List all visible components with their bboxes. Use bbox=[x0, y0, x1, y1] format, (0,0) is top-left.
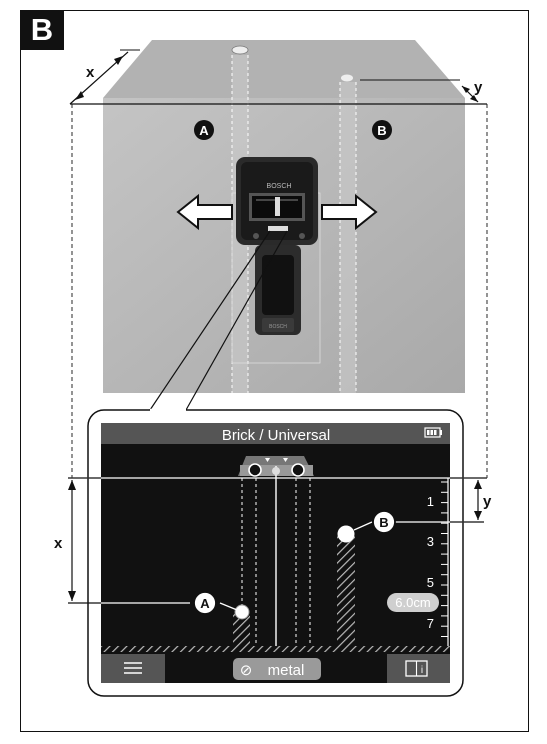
svg-text:B: B bbox=[379, 515, 388, 530]
dim-x-label-bottom: x bbox=[54, 535, 63, 552]
dimension-x-top: x bbox=[69, 49, 487, 105]
object-b-top bbox=[337, 525, 355, 543]
figure-letter: B bbox=[20, 10, 64, 50]
scale-tick-1: 1 bbox=[427, 494, 434, 509]
object-b-hatch bbox=[337, 534, 355, 650]
hole-a bbox=[231, 45, 249, 55]
display-title-bar bbox=[101, 423, 450, 444]
dimension-y-bottom: y bbox=[474, 480, 492, 520]
hole-b bbox=[341, 74, 353, 82]
scale-tick-3: 3 bbox=[427, 534, 434, 549]
menu-icon[interactable] bbox=[124, 662, 142, 674]
material-button[interactable]: ⊘ metal bbox=[233, 658, 321, 680]
marker-b-wall: B bbox=[372, 120, 392, 140]
device-brand: BOSCH bbox=[267, 183, 292, 190]
svg-text:i: i bbox=[421, 665, 423, 676]
svg-text:B: B bbox=[377, 123, 386, 138]
depth-readout: 6.0cm bbox=[387, 593, 439, 612]
arrow-right-icon bbox=[321, 193, 378, 231]
scale-tick-5: 5 bbox=[427, 575, 434, 590]
wall-top-face bbox=[103, 40, 465, 98]
object-a-hatch bbox=[233, 612, 250, 650]
scanner-device: BOSCH BOSCH bbox=[236, 157, 318, 335]
dim-y-label-bottom: y bbox=[483, 493, 492, 510]
dim-y-label-top: y bbox=[474, 79, 483, 96]
channel-b bbox=[340, 82, 356, 393]
depth-scale: 1 3 5 7 bbox=[427, 478, 449, 650]
info-icon[interactable]: i bbox=[405, 660, 428, 677]
dimension-x-bottom: x bbox=[54, 480, 76, 601]
ground-hatch bbox=[101, 646, 450, 652]
marker-a-wall: A bbox=[194, 120, 214, 140]
battery-icon bbox=[424, 427, 442, 438]
arrow-left-icon bbox=[176, 193, 233, 231]
scale-tick-7: 7 bbox=[427, 616, 434, 631]
svg-text:A: A bbox=[199, 123, 209, 138]
mode-title: Brick / Universal bbox=[222, 427, 330, 444]
object-b-label: B bbox=[372, 510, 396, 534]
object-a-label: A bbox=[193, 591, 217, 615]
svg-text:A: A bbox=[200, 596, 210, 611]
paperclip-icon: ⊘ bbox=[240, 662, 253, 679]
figure-frame bbox=[20, 10, 529, 732]
depth-readout-text: 6.0cm bbox=[395, 595, 430, 610]
svg-text:BOSCH: BOSCH bbox=[269, 324, 287, 330]
dimension-y-top: y bbox=[360, 79, 483, 103]
material-label: metal bbox=[268, 662, 305, 679]
dim-x-label-top: x bbox=[86, 64, 95, 81]
device-display: Brick / Universal 1 3 bbox=[101, 423, 450, 683]
